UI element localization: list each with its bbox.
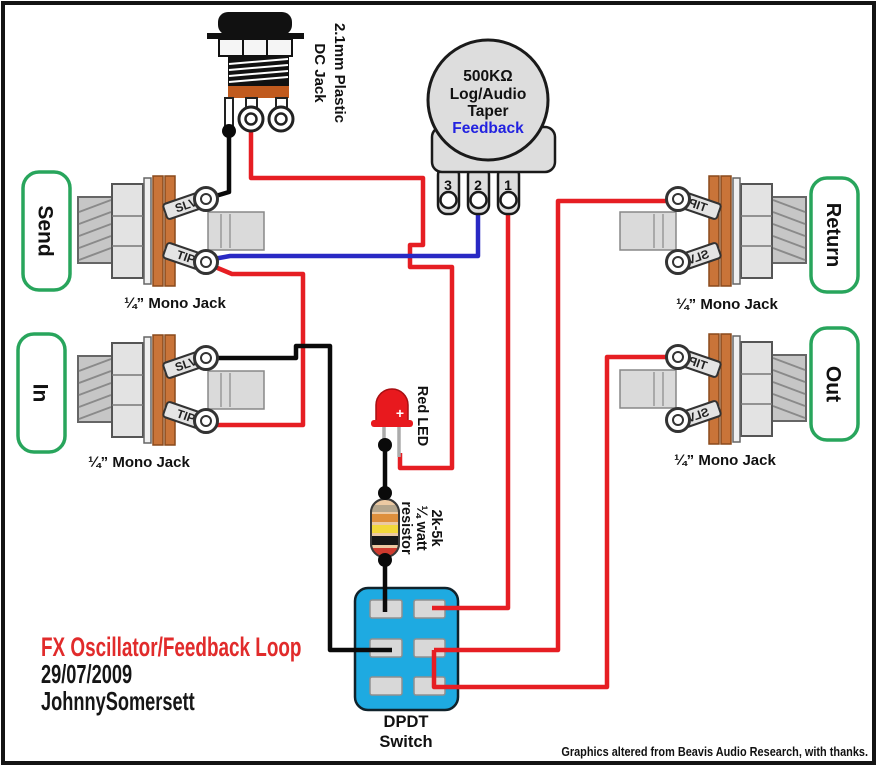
wire-inslv-switch-black xyxy=(206,343,392,653)
send-jack: SLV TIP xyxy=(77,175,265,287)
return-label: Return xyxy=(822,203,844,267)
pot-taper-line1: Log/Audio xyxy=(450,86,527,103)
pot-lug1-hole xyxy=(499,190,518,210)
out-jack-type: ¼” Mono Jack xyxy=(674,452,776,469)
wire-switch-outtip-red xyxy=(431,354,676,690)
resistor xyxy=(370,498,400,558)
led-label: Red LED xyxy=(414,386,430,446)
return-bottom-lug-label: SLV xyxy=(685,247,711,268)
send-top-lug-label: SLV xyxy=(173,195,199,216)
credit-line: Graphics altered from Beavis Audio Resea… xyxy=(561,744,868,759)
pot-lug3-hole xyxy=(439,190,458,210)
pot-taper-line2: Taper xyxy=(467,103,508,120)
in-top-lug-label: SLV xyxy=(173,354,199,375)
pot-function: Feedback xyxy=(452,120,524,137)
resistor-label-line3: resistor xyxy=(398,501,414,555)
wire-sendtip-intip-red xyxy=(204,261,306,428)
port-labels: Send In Return Out xyxy=(16,170,860,454)
title-block: FX Oscillator/Feedback Loop 29/07/2009 J… xyxy=(41,633,301,715)
red-led: + xyxy=(371,388,413,457)
in-jack-type: ¼” Mono Jack xyxy=(88,454,190,471)
led-polarity: + xyxy=(396,405,404,421)
return-jack: TIP SLV xyxy=(619,175,807,287)
in-bottom-lug-label: TIP xyxy=(175,407,197,426)
return-top-lug-label: TIP xyxy=(687,196,709,215)
pot-value: 500KΩ xyxy=(463,68,512,85)
dc-jack-ground-lug xyxy=(224,97,234,127)
diagram-date: 29/07/2009 xyxy=(41,659,133,690)
dc-jack-threads xyxy=(228,58,289,83)
send-bottom-lug-label: TIP xyxy=(175,248,197,267)
out-top-lug-label: TIP xyxy=(687,354,709,373)
diagram-author: JohnnySomersett xyxy=(41,686,195,717)
diagram-title: FX Oscillator/Feedback Loop xyxy=(41,632,302,662)
resistor-label-line1: 2k-5k xyxy=(428,509,444,547)
out-label: Out xyxy=(822,366,845,402)
feedback-pot: 3 2 1 500KΩ Log/Audio Taper Feedback xyxy=(426,38,557,216)
in-label: In xyxy=(29,384,52,403)
out-jack: TIP SLV xyxy=(619,333,807,445)
wire-returntip-switch-red xyxy=(434,198,678,653)
pot-body xyxy=(426,38,550,162)
wires xyxy=(204,122,678,690)
junction-dots xyxy=(222,124,392,567)
resistor-label-line2: ¼ watt xyxy=(413,505,429,550)
resistor-bands xyxy=(371,505,399,555)
dc-jack-label-line1: 2.1mm Plastic xyxy=(331,23,348,123)
wire-pot1-switch-red xyxy=(432,204,511,611)
out-bottom-lug-label: SLV xyxy=(685,405,711,426)
pot-lug2-number: 2 xyxy=(474,177,482,193)
send-jack-type: ¼” Mono Jack xyxy=(124,295,226,312)
dc-jack-label-line2: DC Jack xyxy=(311,43,328,103)
dc-jack xyxy=(207,12,304,133)
switch-label-line2: Switch xyxy=(379,733,432,751)
send-label: Send xyxy=(34,205,57,256)
in-jack: SLV TIP xyxy=(77,334,265,446)
return-jack-type: ¼” Mono Jack xyxy=(676,296,778,313)
pot-lug3-number: 3 xyxy=(444,177,452,193)
switch-label-line1: DPDT xyxy=(384,713,429,731)
pot-lug2-hole xyxy=(469,190,488,210)
wire-sendtip-pot2-blue xyxy=(207,205,481,263)
pot-lug1-number: 1 xyxy=(504,177,512,193)
